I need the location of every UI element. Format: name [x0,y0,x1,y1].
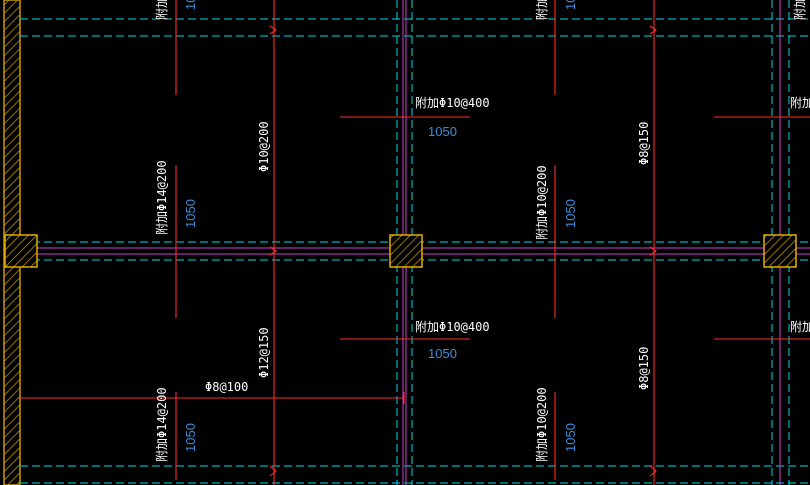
add-rebar-label-left-top: 附加Φ14@200 [155,160,169,235]
cut-label-left-top: 附加 [155,0,169,20]
add-rebar-label-mid: 附加Φ10@400 [415,320,490,334]
length-label-mid-bot: 1050 [563,423,578,452]
rebar-lines [20,0,810,485]
bar-label-x2-bot: Φ8@150 [637,347,651,390]
bar-label-x1-top: Φ10@200 [257,121,271,172]
length-label-left-top: 1050 [183,199,198,228]
cut-label-right-top: 附加 [790,96,810,110]
column-right [763,234,797,268]
length-label-mid-top: 1050 [563,199,578,228]
add-rebar-label-left-bot: 附加Φ14@200 [155,387,169,462]
rebar-hooks [269,25,657,477]
column-left [4,234,38,268]
cut-length-left-top-2: 10 [563,0,578,10]
length-label-left-bot: 1050 [183,423,198,452]
cut-label-left-top-2: 附加 [535,0,549,20]
add-rebar-label-mid-bot: 附加Φ10@200 [535,387,549,462]
bar-label-horizontal: Φ8@100 [205,380,248,394]
length-label-top: 1050 [428,124,457,139]
add-rebar-label-top: 附加Φ10@400 [415,96,490,110]
add-rebar-label-mid-top: 附加Φ10@200 [535,165,549,240]
cut-length-left-top: 10 [183,0,198,10]
cut-label-right-mid: 附加 [790,320,810,334]
column-center [389,234,423,268]
length-label-mid: 1050 [428,346,457,361]
bar-label-x2-top: Φ8@150 [637,122,651,165]
cut-label-right-bot: 附加 [793,0,807,20]
bar-label-x1-bot: Φ12@150 [257,327,271,378]
